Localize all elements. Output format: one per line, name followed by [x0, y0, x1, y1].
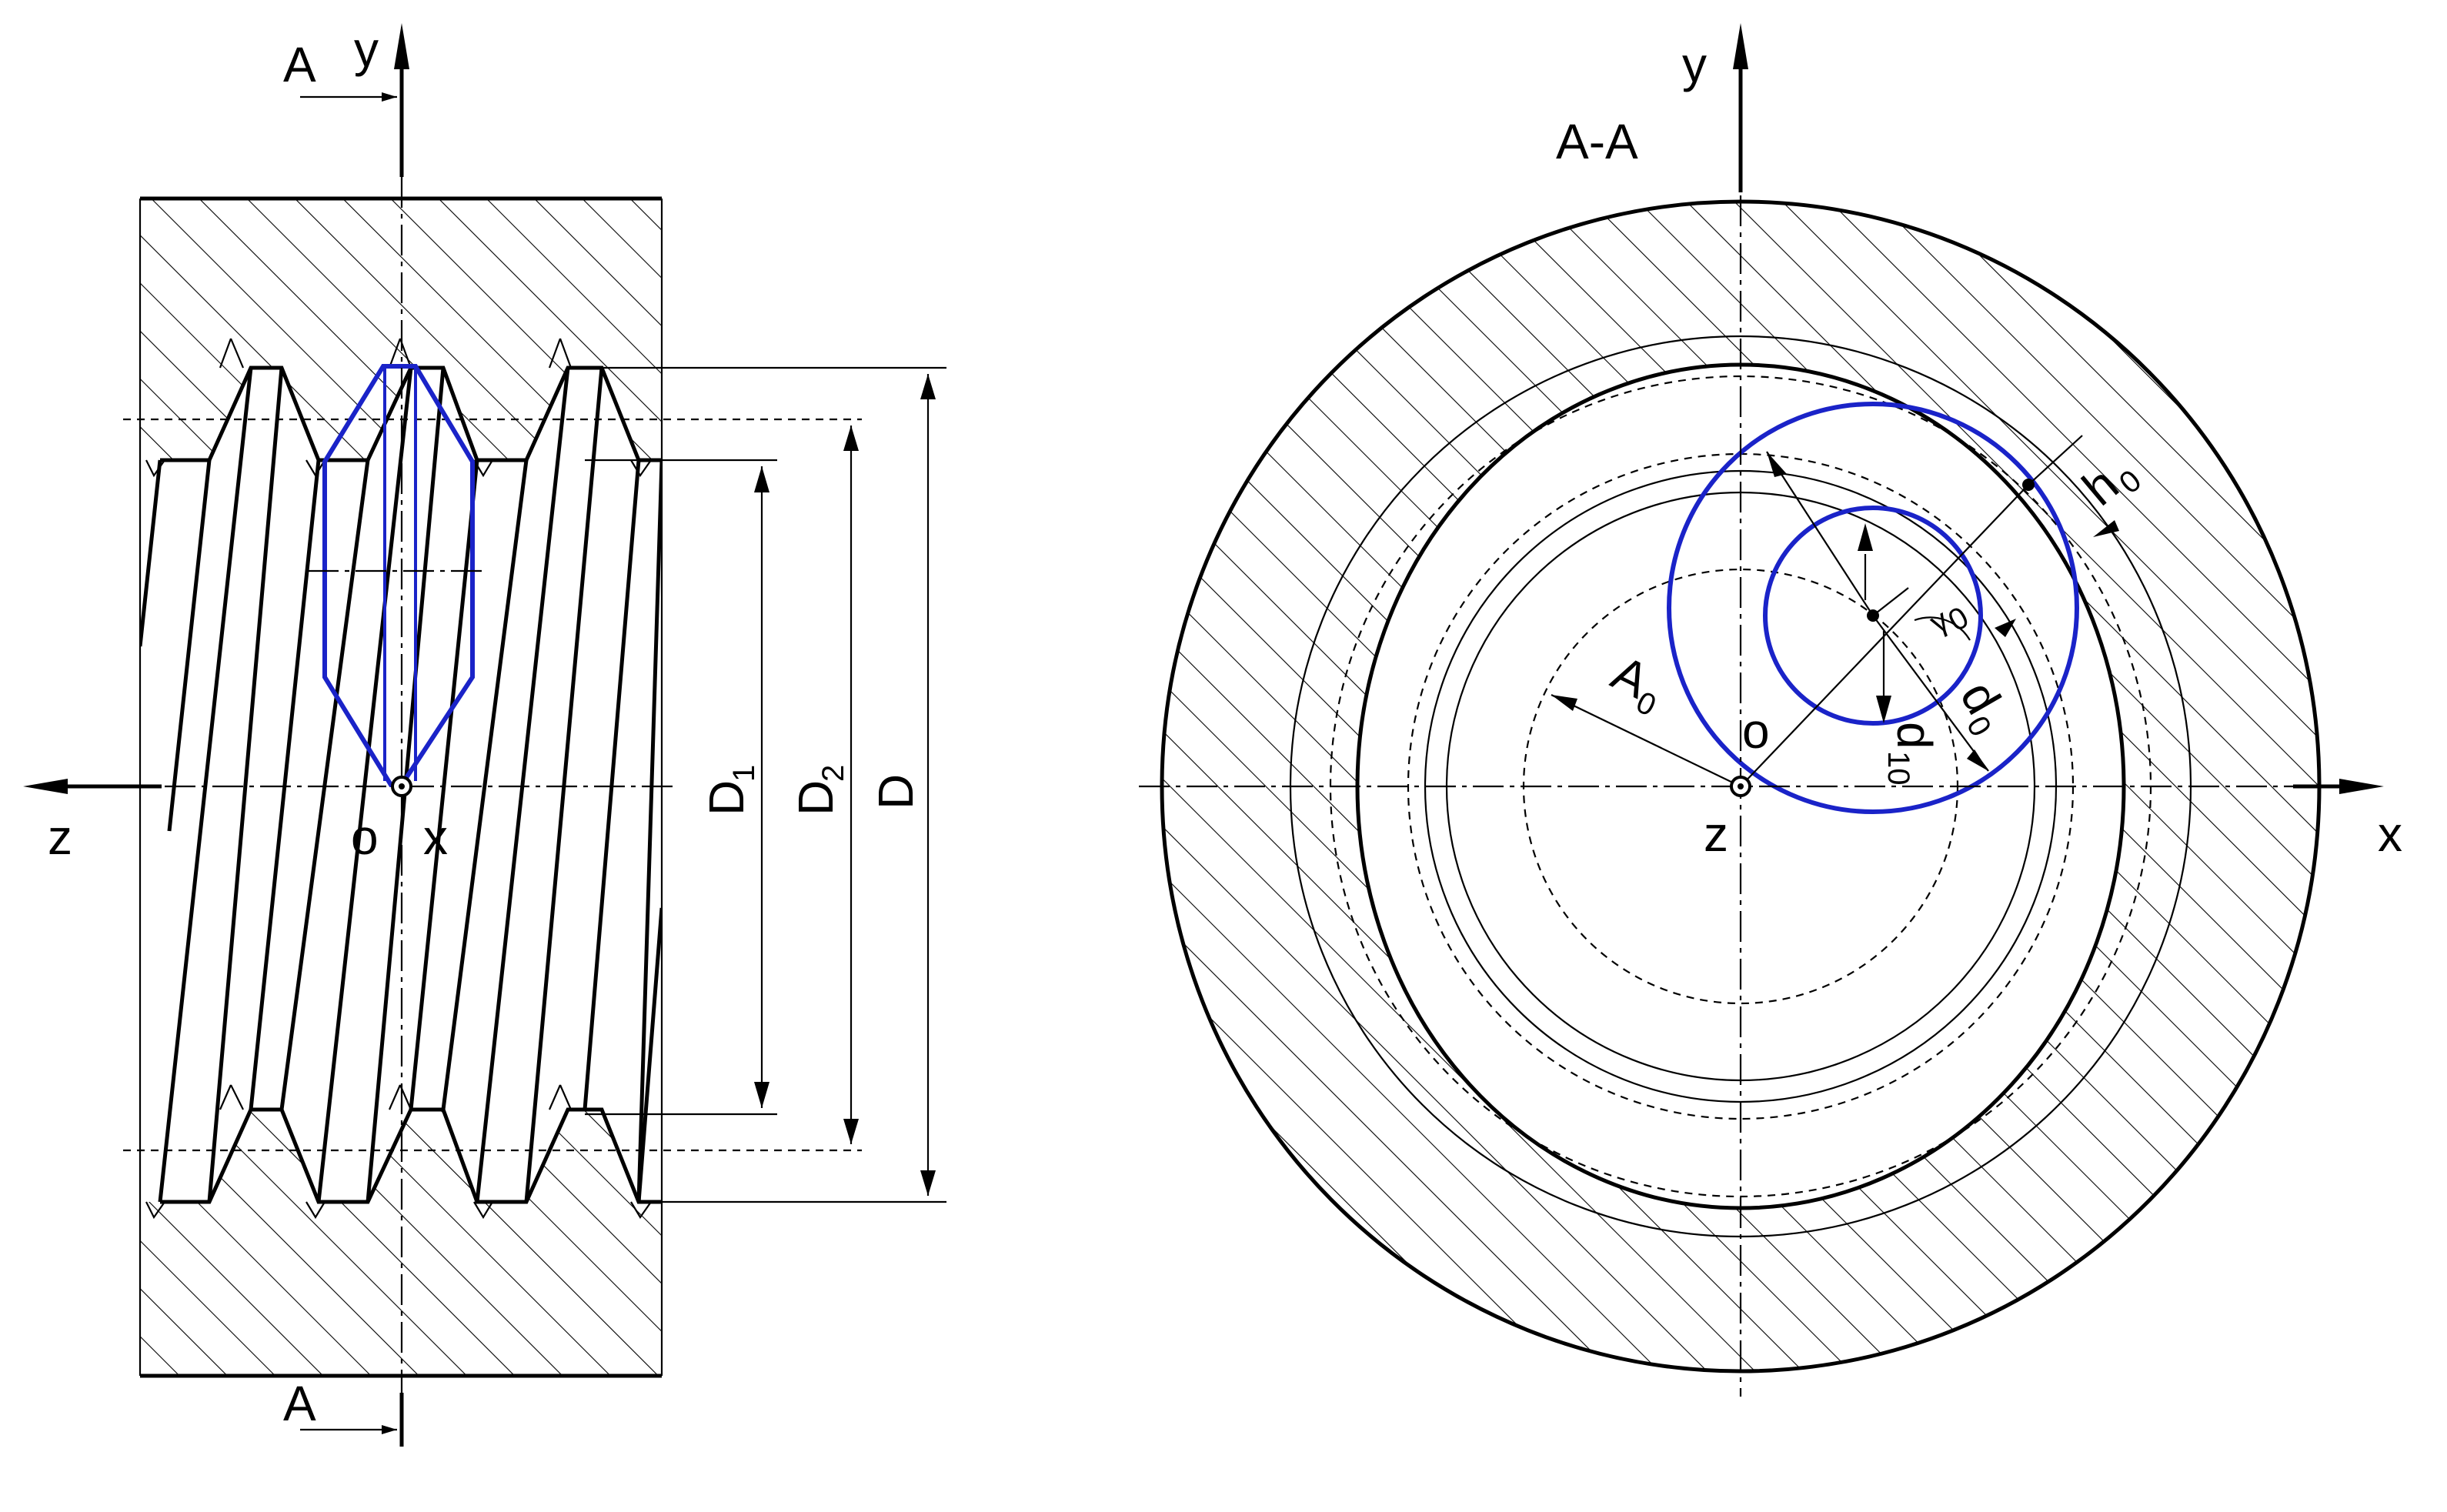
left-section-label-top: A	[283, 37, 316, 92]
thread-tips	[145, 338, 652, 1220]
left-section-label-bottom: A	[283, 1376, 316, 1431]
thread-helix-lines	[140, 367, 662, 1203]
section-title: A-A	[1556, 114, 1638, 169]
left-x-axis-label: x	[423, 809, 448, 865]
left-y-axis-label: y	[354, 22, 379, 77]
left-view: A A y z o x D 1 D 2 D	[23, 22, 946, 1447]
right-z-axis-label: z	[1704, 806, 1728, 862]
svg-text:D: D	[868, 774, 923, 809]
svg-text:D: D	[699, 780, 754, 816]
thread-profile-bottom	[160, 1107, 662, 1204]
left-z-axis-arrow	[23, 779, 68, 794]
nut-ring-hatch	[1161, 201, 2320, 1372]
label-A0: A 0	[1604, 645, 1661, 723]
right-y-axis-label: y	[1682, 37, 1707, 92]
right-origin-label: o	[1742, 703, 1770, 759]
dimension-lines	[585, 366, 946, 1203]
right-x-axis-label: x	[2378, 806, 2402, 862]
dim-label-D1: D 1	[699, 765, 761, 816]
label-d10: d 10	[1881, 722, 1942, 786]
tool-outer-circle	[1667, 402, 2079, 814]
dim-label-D: D	[868, 774, 923, 809]
svg-text:1: 1	[727, 765, 761, 782]
svg-text:D: D	[788, 780, 843, 816]
tool-inner-circle	[1763, 506, 1983, 726]
right-x-axis-arrow	[2339, 779, 2384, 794]
right-view: A-A y x z o A 0 h 0 γ 0 d 0 d 10	[1139, 23, 2402, 1397]
left-origin-label: o	[351, 809, 379, 865]
dimension-arrows	[1551, 452, 2119, 771]
left-y-axis-arrow	[394, 23, 409, 69]
label-gamma0: γ 0	[1925, 600, 1975, 640]
left-z-axis-label: z	[48, 809, 72, 865]
svg-text:2: 2	[816, 765, 850, 782]
dim-label-D2: D 2	[788, 765, 850, 816]
svg-text:10: 10	[1881, 751, 1915, 786]
svg-text:d: d	[1887, 722, 1942, 749]
right-y-axis-arrow	[1733, 23, 1748, 69]
